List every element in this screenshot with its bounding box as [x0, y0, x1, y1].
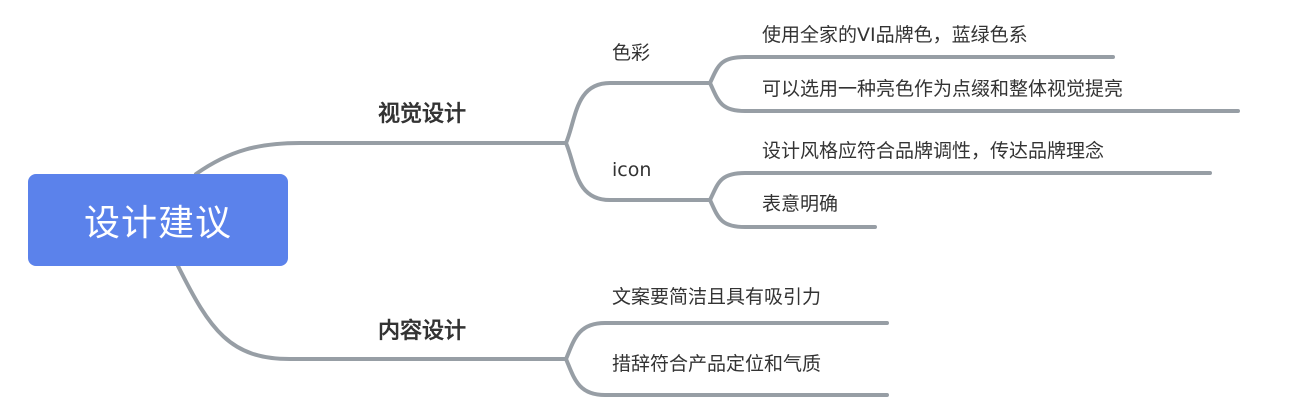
root-node[interactable]: 设计建议	[28, 174, 288, 266]
link-root-visual	[194, 141, 568, 176]
root-label: 设计建议	[83, 203, 232, 244]
node-visual-design[interactable]: 视觉设计	[378, 102, 467, 127]
node-icon[interactable]: icon	[612, 159, 652, 181]
node-color-item-2[interactable]: 可以选用一种亮色作为点缀和整体视觉提亮	[762, 78, 1124, 100]
node-icon-item-1[interactable]: 设计风格应符合品牌调性，传达品牌理念	[762, 140, 1105, 162]
node-color-item-1[interactable]: 使用全家的VI品牌色，蓝绿色系	[762, 24, 1028, 46]
link-content-1	[564, 321, 889, 361]
link-icon-1	[708, 171, 1212, 202]
node-content-item-1[interactable]: 文案要简洁且具有吸引力	[612, 286, 822, 308]
node-content-item-2[interactable]: 措辞符合产品定位和气质	[612, 353, 822, 375]
link-root-content	[176, 264, 568, 361]
link-icon-2	[708, 198, 877, 229]
link-visual-icon	[564, 141, 712, 202]
link-color-2	[708, 81, 1240, 113]
link-content-2	[564, 357, 889, 397]
node-content-design[interactable]: 内容设计	[378, 319, 467, 344]
node-icon-item-2[interactable]: 表意明确	[762, 193, 839, 215]
link-color-1	[708, 55, 1115, 85]
link-visual-color	[564, 81, 712, 145]
node-color[interactable]: 色彩	[612, 42, 651, 64]
